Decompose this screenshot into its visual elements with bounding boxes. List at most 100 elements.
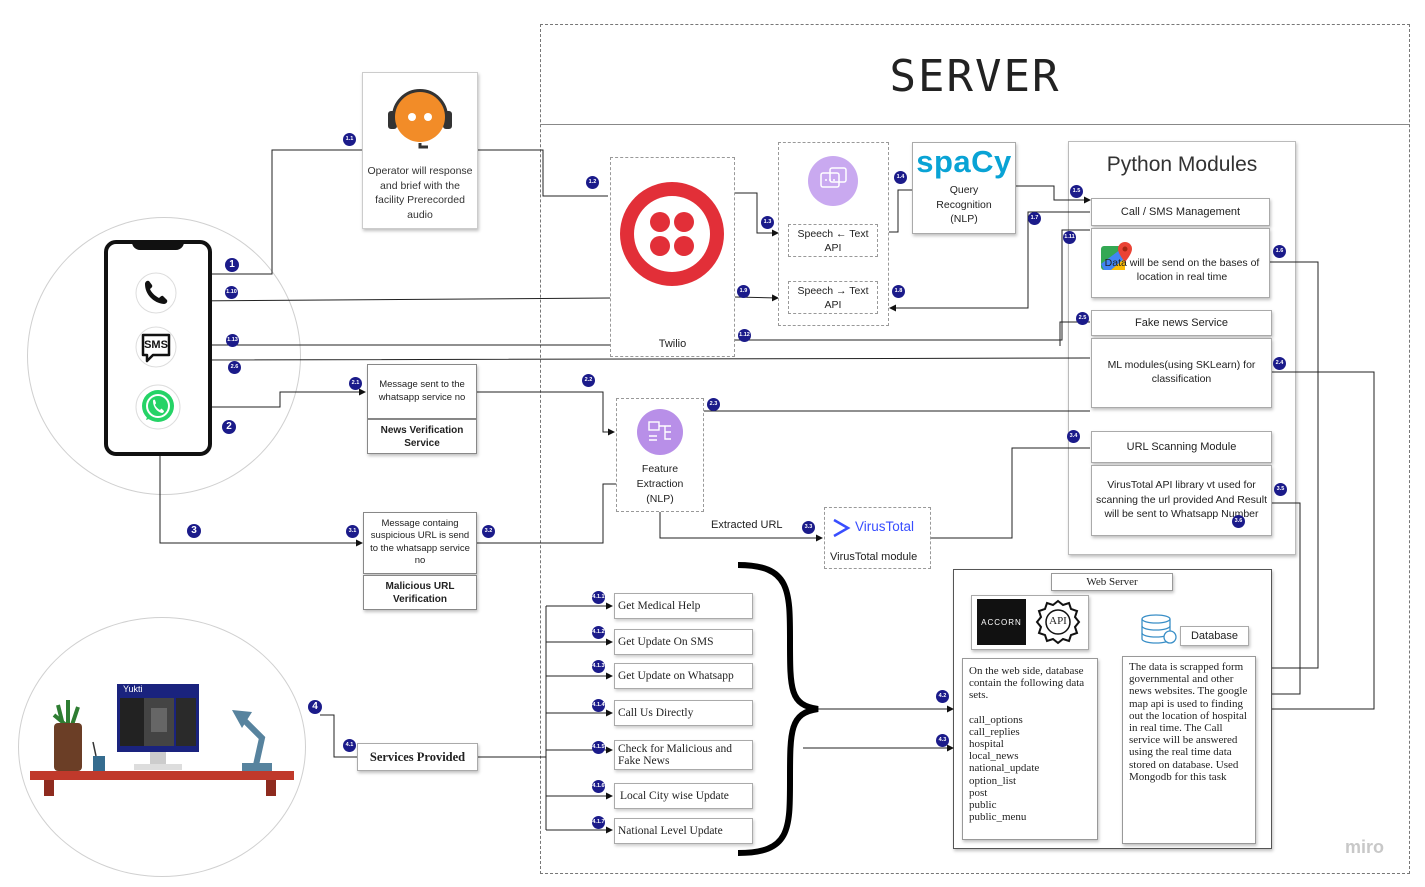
virustotal-api-text: VirusTotal API library vt used for scann…: [1095, 478, 1268, 521]
desk-circle: [18, 617, 306, 877]
step-badge: 4: [308, 700, 322, 714]
flow-badge: 4.1.3: [592, 660, 605, 673]
virustotal-logo-icon: [832, 518, 852, 538]
flow-badge: 1.7: [1028, 212, 1041, 225]
virustotal-box: [824, 507, 931, 569]
flow-badge: 4.1.4: [592, 699, 605, 712]
desk-scene-icon: [30, 680, 296, 800]
web-side-intro: On the web side, database contain the fo…: [969, 665, 1085, 702]
server-title-divider: [540, 124, 1410, 125]
twilio-logo-icon: [620, 182, 724, 286]
miro-watermark: miro: [1345, 837, 1385, 857]
flow-badge: 1.4: [894, 171, 907, 184]
dataset-item: public_menu: [969, 811, 1027, 824]
flow-badge: 3.1: [346, 525, 359, 538]
google-maps-icon: [1101, 240, 1133, 274]
flow-badge: 1.3: [761, 216, 774, 229]
database-label: Database: [1180, 626, 1249, 646]
dataset-item: hospital: [969, 738, 1004, 751]
headset-icon: [384, 85, 456, 151]
api-icon-text: API: [1049, 615, 1067, 627]
flow-badge: 2.1: [349, 377, 362, 390]
flow-badge: 2.3: [707, 398, 720, 411]
database-text-box: The data is scrapped form governmental a…: [1122, 656, 1256, 844]
news-message-text: Message sent to the whatsapp service no: [378, 378, 466, 403]
flow-badge: 4.1.7: [592, 816, 605, 829]
news-verification-title: News Verification Service: [367, 419, 477, 454]
virustotal-module-label: VirusTotal module: [830, 551, 918, 563]
service-item-malicious-fake-news: Check for Malicious and Fake News: [614, 740, 753, 770]
flow-badge: 2.6: [228, 361, 241, 374]
virustotal-api-box: [1091, 465, 1272, 536]
web-server-title: Web Server: [1051, 573, 1173, 591]
services-provided-box: Services Provided: [357, 743, 478, 771]
sms-icon: SMS: [135, 326, 177, 368]
python-modules-title: Python Modules: [1106, 153, 1258, 176]
flow-badge: 1.2: [586, 176, 599, 189]
accorn-logo: ACCORN: [977, 599, 1026, 645]
dataset-item: national_update: [969, 762, 1040, 775]
service-item-sms-update: Get Update On SMS: [614, 629, 753, 655]
news-message-box: [367, 364, 477, 419]
operator-text: Operator will response and brief with th…: [367, 165, 473, 221]
text-speech-api-box: Speech → Text API: [788, 281, 878, 314]
flow-badge: 1.10: [225, 286, 238, 299]
flow-badge: 4.1.1: [592, 591, 605, 604]
flow-badge: 4.1: [343, 739, 356, 752]
phone-call-icon: [135, 272, 177, 314]
malicious-url-title: Malicious URL Verification: [363, 575, 477, 610]
flow-badge: 2.2: [582, 374, 595, 387]
database-icon: [1138, 613, 1178, 647]
flow-badge: 1.8: [892, 285, 905, 298]
flow-badge: 1.5: [1070, 185, 1083, 198]
feature-extraction-label: Feature Extraction (NLP): [636, 462, 684, 505]
flow-badge: 4.3: [936, 734, 949, 747]
malicious-message-text: Message containg suspicious URL is send …: [370, 517, 470, 567]
flow-badge: 3.2: [482, 525, 495, 538]
step-badge: 2: [222, 420, 236, 434]
flow-badge: 4.1.6: [592, 780, 605, 793]
service-item-national-update: National Level Update: [614, 818, 753, 844]
flow-badge: 2.5: [1076, 312, 1089, 325]
flow-badge: 1.11: [1063, 231, 1076, 244]
flow-badge: 3.5: [1274, 483, 1287, 496]
dataset-item: option_list: [969, 774, 1017, 787]
dataset-item: post: [969, 786, 988, 799]
speech-text-api-box: Speech ← Text API: [788, 224, 878, 257]
ml-modules-text: ML modules(using SKLearn) for classifica…: [1107, 358, 1256, 386]
flow-badge: 4.1.2: [592, 626, 605, 639]
service-item-medical-help: Get Medical Help: [614, 593, 753, 619]
extracted-url-label: Extracted URL: [711, 519, 783, 531]
spacy-logo: spaCy: [916, 144, 1012, 179]
ml-modules-box: [1091, 338, 1272, 408]
fake-news-service-box: Fake news Service: [1091, 310, 1272, 336]
web-side-text-box: On the web side, database contain the fo…: [962, 658, 1098, 840]
flow-badge: 2.4: [1273, 357, 1286, 370]
call-sms-management-box: Call / SMS Management: [1091, 198, 1270, 226]
spacy-label: Query Recognition (NLP): [936, 184, 992, 226]
step-badge: 1: [225, 258, 239, 272]
database-description: The data is scrapped form governmental a…: [1129, 661, 1248, 783]
flow-badge: 1.13: [226, 334, 239, 347]
feature-extraction-icon: [637, 409, 683, 455]
phone-notch: [132, 240, 184, 250]
server-title: SERVER: [889, 50, 1061, 102]
flow-badge: 3.6: [1232, 515, 1245, 528]
virustotal-logo-text: VirusTotal: [855, 519, 915, 534]
flow-badge: 1.1: [343, 133, 356, 146]
flow-badge: 3.3: [802, 521, 815, 534]
service-item-call-directly: Call Us Directly: [614, 700, 753, 726]
flow-badge: 1.6: [1273, 245, 1286, 258]
flow-badge: 3.4: [1067, 430, 1080, 443]
chat-icon: [808, 156, 858, 206]
url-scanning-module-box: URL Scanning Module: [1091, 431, 1272, 463]
flow-badge: 1.9: [737, 285, 750, 298]
flow-badge: 1.12: [738, 329, 751, 342]
malicious-message-box: [363, 512, 477, 574]
service-item-whatsapp-update: Get Update on Whatsapp: [614, 663, 753, 689]
phone-circle: [27, 217, 301, 495]
flow-badge: 4.1.5: [592, 741, 605, 754]
dataset-item: local_news: [969, 750, 1019, 763]
dataset-item: public: [969, 799, 997, 812]
